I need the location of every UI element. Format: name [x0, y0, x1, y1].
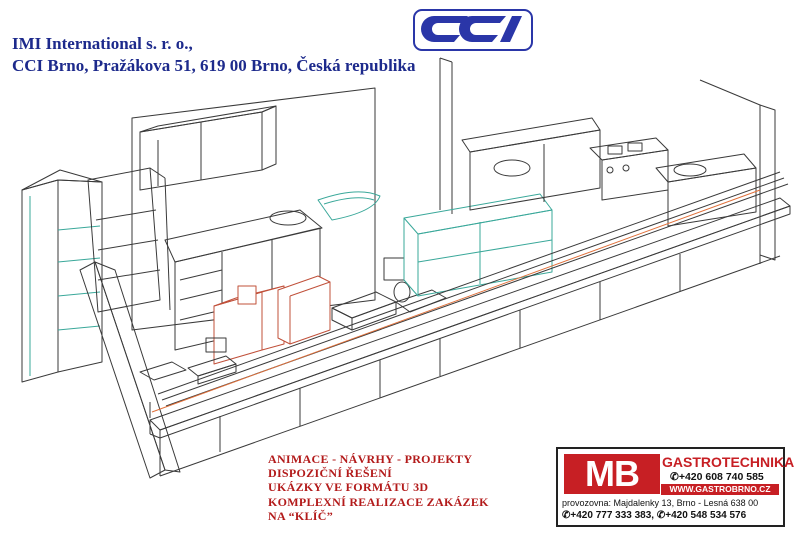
mb-gastrotechnika-card: MB GASTROTECHNIKA ✆+420 608 740 585 WWW.…	[556, 447, 794, 527]
mb-phone-primary: ✆+420 608 740 585	[670, 471, 764, 483]
phone-icon: ✆	[562, 510, 571, 521]
service-item: NA “KLÍČ”	[268, 508, 334, 523]
hanging-sink	[317, 191, 381, 221]
cci-logo	[413, 9, 533, 51]
services-list: ANIMACE - NÁVRHY - PROJEKTY DISPOZIČNÍ Ř…	[268, 452, 489, 523]
mb-phone-secondary: ✆+420 777 333 383, ✆+420 548 534 576	[562, 510, 747, 521]
company-name: IMI International s. r. o.,	[12, 34, 193, 53]
tray-stack	[139, 361, 187, 381]
juicer	[383, 257, 411, 303]
floor-guide-line	[151, 189, 761, 413]
cold-well	[331, 289, 447, 331]
mb-website: WWW.GASTROBRNO.CZ	[661, 484, 779, 495]
partition-wall	[79, 261, 181, 479]
tall-glass-cabinet	[21, 169, 103, 383]
service-item: KOMPLEXNÍ REALIZACE ZAKÁZEK	[268, 494, 489, 509]
open-shelving	[87, 167, 171, 313]
service-item: ANIMACE - NÁVRHY - PROJEKTY	[268, 452, 473, 466]
service-counter	[149, 197, 791, 477]
phone-icon: ✆	[670, 471, 679, 483]
heated-display	[655, 153, 757, 227]
back-counter	[461, 117, 601, 211]
glass-display-case	[403, 193, 553, 297]
mb-brand-name: GASTROTECHNIKA	[662, 454, 795, 470]
beverage-dispenser	[277, 275, 331, 345]
service-item: DISPOZIČNÍ ŘEŠENÍ	[268, 466, 393, 481]
mb-address: provozovna: Majdalenky 13, Brno - Lesná …	[562, 498, 759, 508]
wall-cabinet	[139, 105, 277, 191]
cash-register	[187, 337, 237, 385]
company-address: CCI Brno, Pražákova 51, 619 00 Brno, Čes…	[12, 56, 416, 75]
mb-logo: MB	[564, 454, 660, 494]
service-item: UKÁZKY VE FORMÁTU 3D	[268, 480, 429, 495]
